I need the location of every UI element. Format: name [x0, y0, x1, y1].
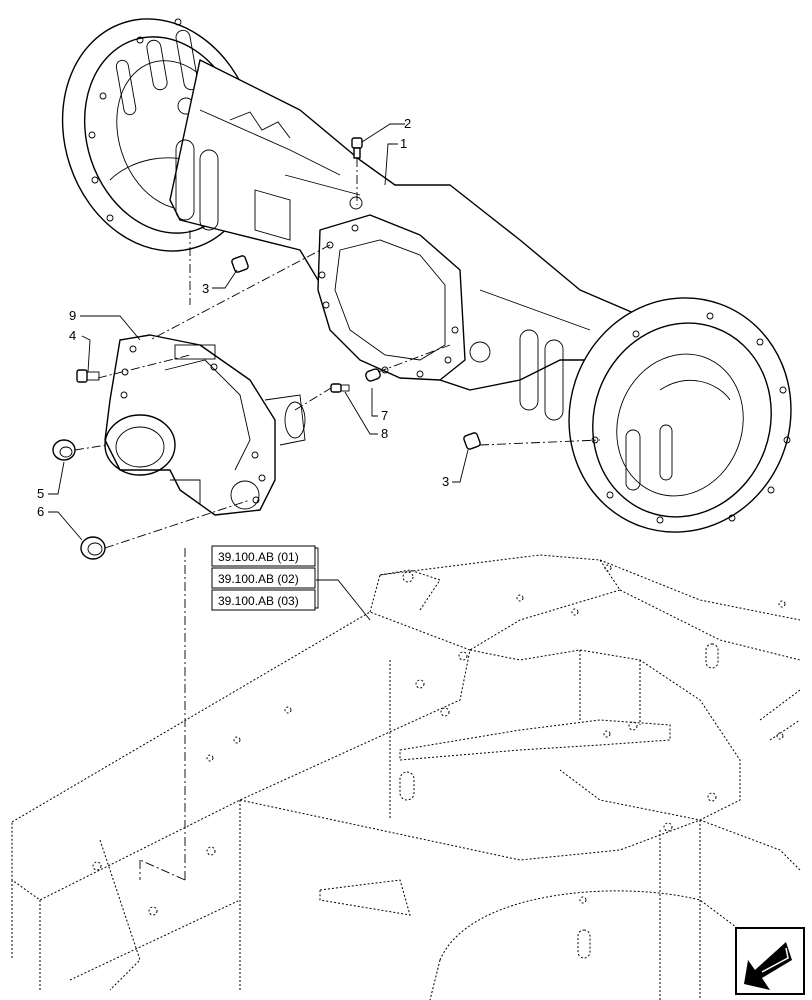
differential-carrier — [104, 334, 306, 516]
callout-3-left: 3 — [202, 281, 209, 296]
callout-7: 7 — [381, 408, 388, 423]
axle-housing — [61, 18, 792, 533]
plug-part-6 — [80, 536, 106, 560]
callout-3-right: 3 — [442, 474, 449, 489]
callout-8: 8 — [381, 426, 388, 441]
reference-boxes: 39.100.AB (01) 39.100.AB (02) 39.100.AB … — [211, 545, 319, 611]
callout-6: 6 — [37, 504, 44, 519]
plug-part-3-right — [463, 432, 481, 450]
arrow-down-left-icon[interactable] — [735, 927, 805, 995]
callout-2: 2 — [404, 116, 411, 131]
svg-text:39.100.AB (01): 39.100.AB (01) — [218, 550, 299, 564]
bolt-part-4 — [76, 369, 100, 383]
svg-text:39.100.AB (02): 39.100.AB (02) — [218, 572, 299, 586]
bolt-part-8 — [330, 383, 350, 393]
pin-part-7 — [365, 368, 381, 382]
reference-box-03[interactable]: 39.100.AB (03) — [211, 589, 316, 611]
reference-box-01[interactable]: 39.100.AB (01) — [211, 545, 316, 567]
plug-part-5 — [52, 439, 76, 461]
plug-part-2 — [351, 137, 363, 159]
svg-text:39.100.AB (03): 39.100.AB (03) — [218, 594, 299, 608]
reference-box-02[interactable]: 39.100.AB (02) — [211, 567, 316, 589]
plug-part-3-left — [231, 255, 249, 273]
callout-1: 1 — [400, 136, 407, 151]
leader-lines — [48, 123, 469, 621]
callout-9: 9 — [69, 308, 76, 323]
callouts: 1 2 3 3 4 5 6 7 8 9 — [37, 116, 449, 519]
callout-4: 4 — [69, 328, 76, 343]
assembly-lines — [74, 158, 601, 881]
chassis-frame — [11, 554, 801, 1000]
callout-5: 5 — [37, 486, 44, 501]
